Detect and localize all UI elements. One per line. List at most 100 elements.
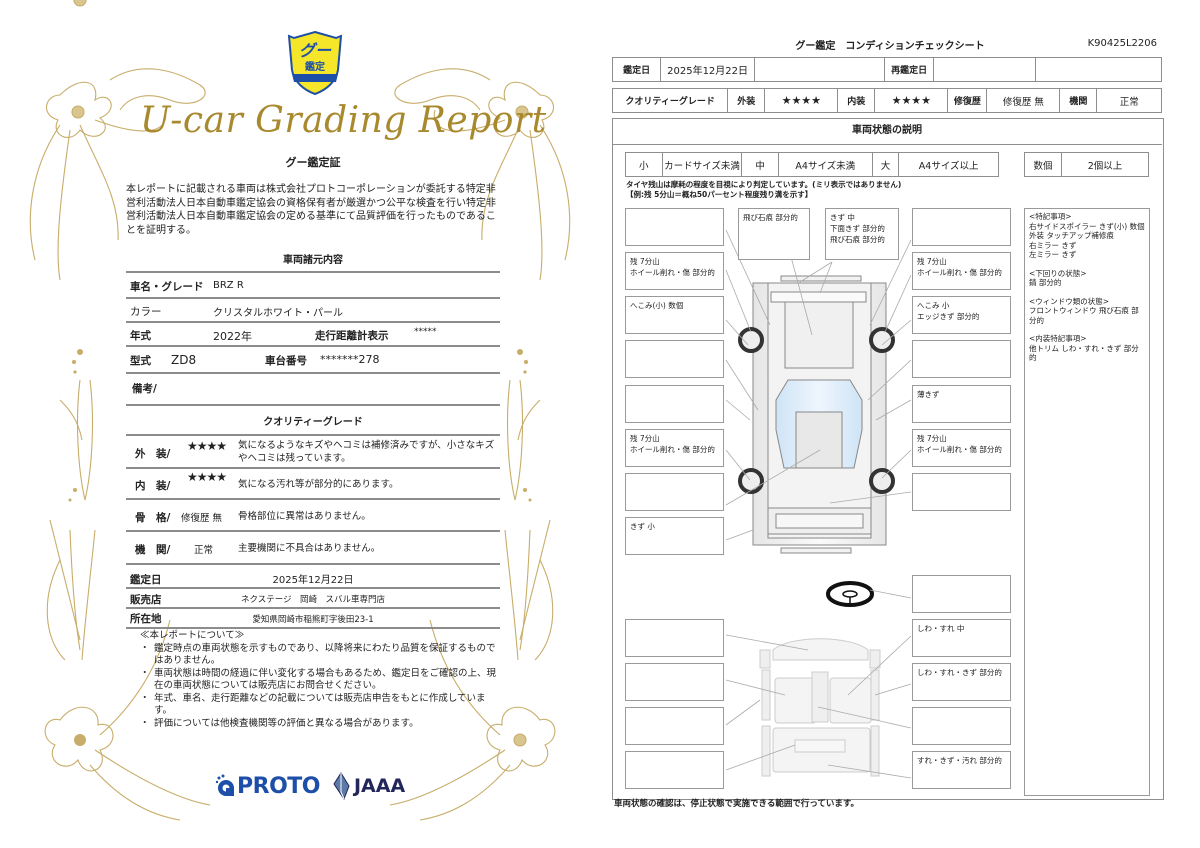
exterior-comment-box: 残 7分山 ホイール削れ・傷 部分的 [625, 252, 724, 290]
date-value: 2025年12月22日 [660, 57, 755, 82]
inspection-date-label: 鑑定日 [130, 574, 162, 586]
exterior-comment-box: 残 7分山 ホイール削れ・傷 部分的 [912, 429, 1011, 467]
dealer-label: 販売店 [130, 594, 162, 606]
script-title: U-car Grading Report [140, 100, 547, 141]
notes-line: 他トリム しわ・すれ・きず 部分的 [1029, 343, 1139, 363]
address-label: 所在地 [130, 613, 162, 625]
svg-text:グー: グー [299, 41, 332, 60]
divider [126, 498, 500, 500]
interior-desc: 気になる汚れ等が部分的にあります。 [238, 479, 399, 490]
exterior-comment-box [625, 208, 724, 246]
interior-comment-box [625, 619, 724, 657]
divider [126, 467, 500, 469]
chassis-label: 車台番号 [265, 355, 307, 367]
model-value: ZD8 [171, 353, 197, 367]
count-desc: 2個以上 [1061, 152, 1149, 177]
exterior-comment-box [912, 208, 1011, 246]
jaaa-logo-text: JAAA [353, 775, 406, 797]
interior-comment-box: すれ・きず・汚れ 部分的 [912, 751, 1011, 789]
interior-label: 内 装/ [135, 480, 171, 492]
count-legend-table: 数個 2個以上 [1024, 152, 1149, 177]
report-note-item: 鑑定時点の車両状態を示すものであり、以降将来にわたり品質を保証するものではありま… [140, 643, 500, 668]
exterior-comment-box: 残 7分山 ホイール削れ・傷 部分的 [625, 429, 724, 467]
reinspect-label: 再鑑定日 [884, 57, 934, 82]
frame-grade: 修復歴 無 [181, 513, 223, 524]
notes-line: フロントウィンドウ 飛び石痕 部分的 [1029, 306, 1139, 325]
engine-grade: 正常 [194, 545, 214, 556]
divider [126, 372, 500, 374]
divider [126, 627, 500, 629]
jaaa-mark-icon [333, 772, 350, 800]
divider [126, 587, 500, 589]
steering-comment-box [912, 575, 1011, 613]
condition-panel [612, 118, 1164, 800]
divider [126, 321, 500, 323]
engine-desc: 主要機関に不具合はありません。 [238, 543, 381, 554]
divider [126, 345, 500, 347]
exterior-comment-box [625, 340, 724, 378]
notes-line: 右サイドスポイラー きず(小) 数個 [1029, 221, 1145, 231]
interior-comment-box: しわ・すれ 中 [912, 619, 1011, 657]
name-value: BRZ R [213, 280, 244, 291]
dealer-value: ネクステージ 岡崎 スバル車専門店 [240, 595, 386, 605]
interior-stars: ★★★★ [874, 88, 949, 113]
inspection-date-value: 2025年12月22日 [272, 575, 354, 586]
proto-mark-icon [215, 774, 234, 796]
exterior-comment-box: きず 小 [625, 517, 724, 555]
size-legend-table: 小 カードサイズ未満 中 A4サイズ未満 大 A4サイズ以上 [625, 152, 999, 177]
repair-label: 修復歴 [947, 88, 988, 113]
specs-title: 車両諸元内容 [283, 255, 343, 266]
sheet-title: グー鑑定 コンディションチェックシート [795, 41, 985, 52]
proto-logo-text: PROTO [237, 773, 320, 799]
interior-comment-box [625, 663, 724, 701]
odometer-label: 走行距離計表示 [315, 330, 389, 342]
grade-table: クオリティーグレード 外装 ★★★★ 内装 ★★★★ 修復歴 修復歴 無 機関 … [611, 88, 1162, 113]
exterior-comment-box [625, 385, 724, 423]
reinspect-blank [1034, 57, 1162, 82]
tire-note: タイヤ残山は摩耗の程度を目視により判定しています。(ミリ表示ではありません) 【… [626, 180, 901, 200]
divider [126, 530, 500, 532]
proto-logo: PROTO [215, 774, 320, 799]
exterior-comment-box: きず 中 下面きず 部分的 飛び石痕 部分的 [825, 208, 899, 260]
size-small-key: 小 [625, 152, 663, 177]
report-note-item: 評価については他検査機関等の評価と異なる場合があります。 [140, 718, 500, 731]
exterior-comment-box: 薄きず [912, 385, 1011, 423]
repair-value: 修復歴 無 [986, 88, 1061, 113]
exterior-label: 外 装/ [135, 448, 171, 460]
sheet-footer-note: 車両状態の確認は、停止状態で実施できる範囲で行っています。 [614, 799, 860, 809]
remarks-label: 備考/ [132, 383, 157, 395]
certificate-heading: グー鑑定証 [285, 156, 341, 169]
model-label: 型式 [130, 355, 151, 367]
exterior-comment-box [625, 473, 724, 511]
divider [126, 297, 500, 299]
chassis-value: *******278 [320, 353, 380, 366]
notes-group-interior: <内装特記事項> 他トリム しわ・すれ・きず 部分的 [1029, 334, 1145, 363]
notes-group-windows: <ウィンドウ類の状態> フロントウィンドウ 飛び石痕 部分的 [1029, 297, 1145, 326]
odometer-value: ***** [414, 327, 437, 337]
size-medium-key: 中 [741, 152, 779, 177]
divider [126, 563, 500, 565]
date-blank [753, 57, 886, 82]
special-notes-box: <特記事項> 右サイドスポイラー きず(小) 数個 外装 タッチアップ補修痕 右… [1024, 208, 1150, 796]
exterior-comment-box: へこみ 小 エッジきず 部分的 [912, 296, 1011, 334]
exterior-stars: ★★★★ [764, 88, 839, 113]
exterior-desc: 気になるようなキズやヘコミは補修済みですが、小さなキズやヘコミは残っています。 [238, 440, 495, 464]
notes-line: 左ミラー きず [1029, 250, 1077, 259]
divider [126, 607, 500, 609]
tire-note-line: タイヤ残山は摩耗の程度を目視により判定しています。(ミリ表示ではありません) [626, 180, 902, 189]
date-table: 鑑定日 2025年12月22日 再鑑定日 [611, 57, 1162, 82]
exterior-comment-box [912, 473, 1011, 511]
count-key: 数個 [1024, 152, 1062, 177]
reinspect-value [932, 57, 1036, 82]
color-label: カラー [130, 306, 162, 318]
notes-group-underbody: <下回りの状態> 錆 部分的 [1029, 269, 1145, 288]
exterior-label: 外装 [727, 88, 766, 113]
notes-group-title: <内装特記事項> [1029, 334, 1087, 343]
year-value: 2022年 [213, 330, 252, 343]
notes-line: 右ミラー きず [1029, 240, 1077, 250]
condition-check-sheet: グー鑑定 コンディションチェックシート K90425L2206 鑑定日 2025… [600, 0, 1200, 848]
footer-logos: PROTO JAAA [215, 770, 405, 802]
report-notes-title: ≪本レポートについて≫ [140, 630, 245, 641]
quality-title: クオリティーグレード [263, 417, 363, 428]
interior-label: 内装 [837, 88, 876, 113]
